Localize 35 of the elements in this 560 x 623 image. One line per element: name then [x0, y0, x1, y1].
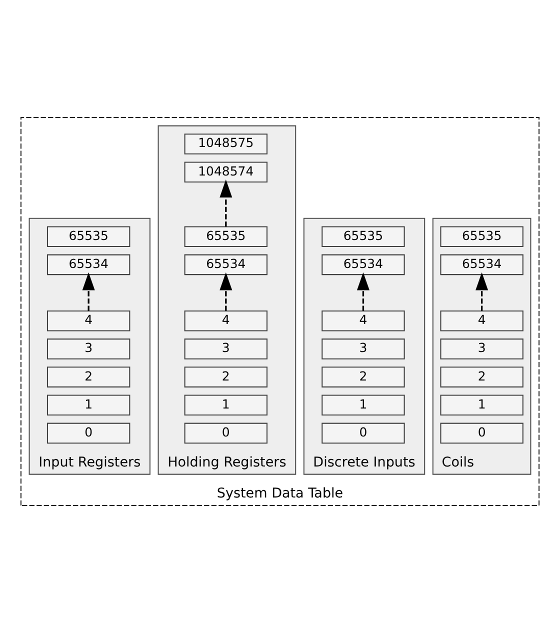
- arrow: [356, 272, 370, 311]
- node-box: 3: [322, 338, 405, 360]
- node-box: 1: [46, 394, 130, 416]
- node-box: 0: [46, 422, 130, 444]
- arrow: [220, 272, 232, 311]
- node-box: 1: [322, 394, 405, 416]
- node-box: 0: [440, 422, 524, 444]
- node-box: 1048574: [184, 162, 268, 182]
- node-box: 65535: [440, 226, 524, 247]
- node-box: 0: [322, 422, 405, 444]
- node-box: 3: [46, 338, 130, 360]
- node-box: 1: [440, 394, 524, 416]
- node-box: 0: [184, 422, 268, 444]
- node-box: 3: [184, 338, 268, 360]
- node-box: 2: [46, 366, 130, 388]
- node-box: 1048575: [184, 134, 268, 154]
- node-box: 2: [184, 366, 268, 388]
- arrow: [220, 180, 232, 227]
- node-box: 65534: [440, 254, 524, 276]
- node-box: 65534: [184, 254, 268, 276]
- arrow: [476, 272, 488, 311]
- node-box: 4: [184, 310, 268, 332]
- node-box: 65534: [46, 254, 130, 276]
- node-box: 4: [46, 310, 130, 332]
- node-box: 3: [440, 338, 524, 360]
- node-box: 4: [440, 310, 524, 332]
- node-box: 65535: [46, 226, 130, 247]
- node-box: 1: [184, 394, 268, 416]
- node-box: 65535: [322, 226, 405, 247]
- node-box: 2: [440, 366, 524, 388]
- node-box: 65535: [184, 226, 268, 247]
- node-box: 2: [322, 366, 405, 388]
- node-box: 4: [322, 310, 405, 332]
- arrow: [82, 272, 95, 311]
- node-box: 65534: [322, 254, 405, 276]
